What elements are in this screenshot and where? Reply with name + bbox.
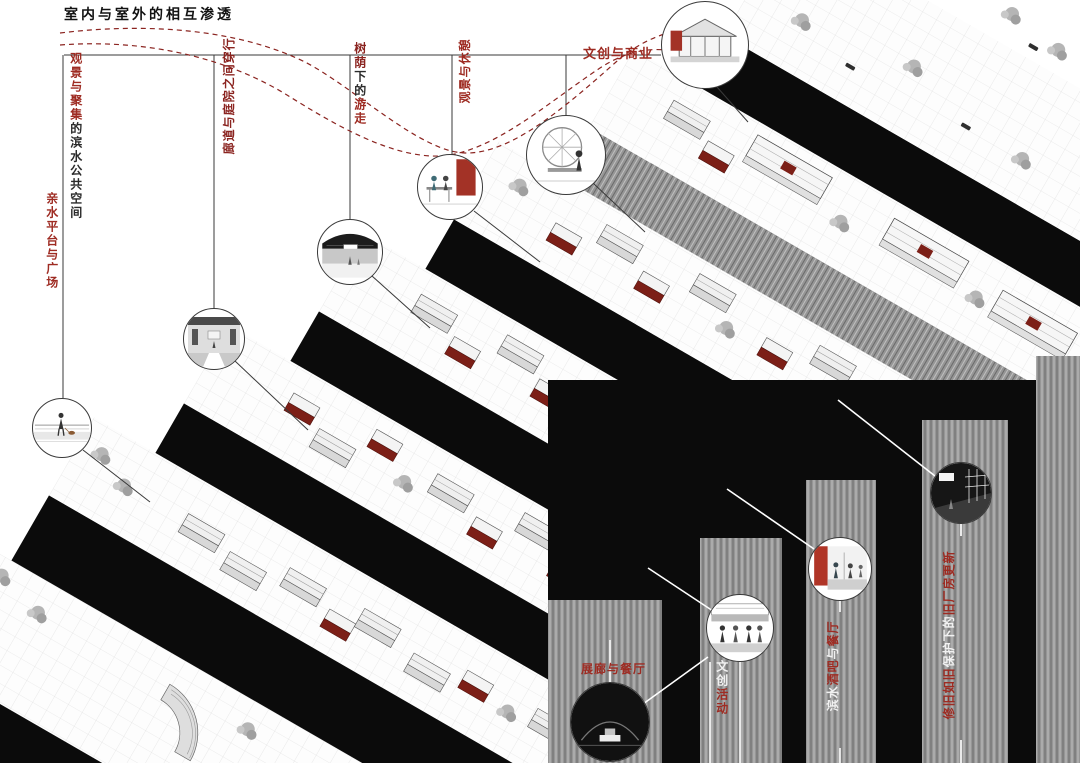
pillar-edge [1036,356,1080,763]
boat-tunnel-scene-icon [571,683,649,761]
callout-leaders-white [609,399,962,763]
pillar-bar [806,480,876,763]
flow-dashed-curves [59,27,707,157]
terrace-1 [0,525,435,763]
callout-exhibition-red-wall [808,537,872,601]
callout-storefront-queue [706,594,774,662]
culture-commerce-scene-icon [670,18,740,63]
cafe-red-wall-scene-icon [422,159,478,205]
terrace-1-features [0,564,261,762]
terrace-7-ground [724,0,1080,386]
terrace-1-plaza [0,525,435,763]
ferris-wheel-scene-icon [534,127,598,182]
terrace-2-ground [49,417,649,763]
exhibition-red-wall-scene-icon [814,546,867,590]
storefront-queue-scene-icon [707,603,773,653]
callout-canopy-hall [317,219,383,285]
callout-leaders-dark [82,86,749,503]
gallery-corridor-scene-icon [184,317,244,367]
renovated-warehouse-scene-icon [931,463,991,523]
callout-gallery-corridor [183,308,245,370]
canopy-hall-scene-icon [322,233,378,278]
callout-ferris-wheel-lounge [526,115,606,195]
waterfront-walk-scene-icon [33,412,91,442]
callout-cafe-red-wall [417,154,483,220]
callout-renovated-warehouse [930,462,992,524]
callout-waterfront-walk [32,398,92,458]
amphitheatre [160,683,199,762]
callout-boat-tunnel [570,682,650,762]
callout-culture-commerce-building [661,1,749,89]
